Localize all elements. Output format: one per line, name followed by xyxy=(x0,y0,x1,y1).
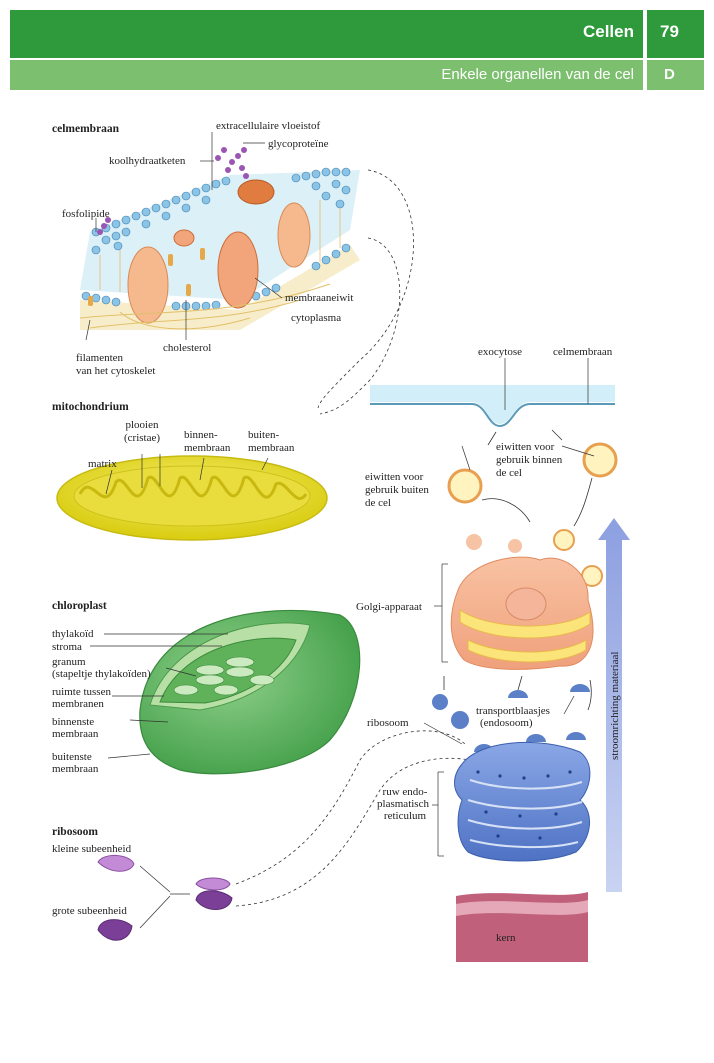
label-proteins-inside-3: de cel xyxy=(496,467,522,479)
label-rough-er-2: plasmatisch xyxy=(377,798,429,810)
label-inner-membrane-1: binnen- xyxy=(184,429,218,441)
cell-membrane-drawing xyxy=(79,132,414,415)
chapter-title: Cellen xyxy=(582,22,634,41)
ribosome-title: ribosoom xyxy=(52,826,98,838)
cell-membrane-title: celmembraan xyxy=(52,123,120,135)
subheader-bar xyxy=(10,60,704,90)
label-folds-2: (cristae) xyxy=(123,432,161,444)
label-outer-membrane-chloro-2: membraan xyxy=(52,763,99,775)
label-proteins-inside-2: gebruik binnen xyxy=(496,454,563,466)
label-outer-membrane-1: buiten- xyxy=(248,429,280,441)
header-divider xyxy=(643,10,647,90)
label-phospholipid: fosfolipide xyxy=(62,208,110,220)
label-small-subunit: kleine subeenheid xyxy=(52,843,132,855)
label-intermembrane-space-1: ruimte tussen xyxy=(52,686,111,698)
label-cytoplasm: cytoplasma xyxy=(291,312,342,324)
label-glycoprotein: glycoproteïne xyxy=(268,138,329,150)
label-proteins-inside-1: eiwitten voor xyxy=(496,441,555,453)
label-exocytosis: exocytose xyxy=(478,346,522,358)
label-rough-er-3: reticulum xyxy=(383,810,427,822)
page-subtitle: Enkele organellen van de cel xyxy=(441,66,634,83)
label-inner-membrane-chloro-2: membraan xyxy=(52,728,99,740)
chloroplast-title: chloroplast xyxy=(52,600,107,612)
section-letter: D xyxy=(664,66,675,83)
label-cell-membrane-right: celmembraan xyxy=(553,346,613,358)
label-thylakoid: thylakoïd xyxy=(52,628,94,640)
header-bar xyxy=(10,10,704,58)
chloroplast-drawing xyxy=(90,609,361,775)
label-proteins-outside-1: eiwitten voor xyxy=(365,471,424,483)
mitochondrion-title: mitochondrium xyxy=(52,401,129,413)
label-ribosome-right: ribosoom xyxy=(367,717,409,729)
label-outer-membrane-chloro-1: buitenste xyxy=(52,751,92,763)
label-stroma: stroma xyxy=(52,641,82,653)
label-filaments-2: van het cytoskelet xyxy=(76,365,156,377)
label-folds-1: plooien xyxy=(125,419,159,431)
secretion-drawing xyxy=(370,358,630,962)
page-number: 79 xyxy=(660,22,679,41)
label-rough-er-1: ruw endo- xyxy=(382,786,428,798)
label-filaments-1: filamenten xyxy=(76,352,124,364)
label-proteins-outside-2: gebruik buiten xyxy=(365,484,429,496)
ribosome-drawing xyxy=(97,730,471,941)
label-inner-membrane-chloro-1: binnenste xyxy=(52,716,95,728)
label-extracellular-fluid: extracellulaire vloeistof xyxy=(216,120,321,132)
label-golgi: Golgi-apparaat xyxy=(356,601,422,613)
label-transport-vesicles-1: transportblaasjes xyxy=(476,705,550,717)
label-membrane-protein: membraaneiwit xyxy=(285,292,354,304)
label-proteins-outside-3: de cel xyxy=(365,497,391,509)
label-intermembrane-space-2: membranen xyxy=(52,698,104,710)
mitochondrion-drawing xyxy=(56,454,328,541)
label-inner-membrane-2: membraan xyxy=(184,442,231,454)
label-granum-2: (stapeltje thylakoïden) xyxy=(52,668,151,680)
label-outer-membrane-2: membraan xyxy=(248,442,295,454)
label-cholesterol: cholesterol xyxy=(163,342,212,354)
label-nucleus: kern xyxy=(496,932,516,944)
label-carbohydrate-chain: koolhydraatketen xyxy=(109,155,186,167)
label-flow-direction: stroomrichting materiaal xyxy=(609,651,621,760)
label-matrix: matrix xyxy=(88,458,117,470)
label-transport-vesicles-2: (endosoom) xyxy=(480,717,533,729)
label-granum-1: granum xyxy=(52,656,86,668)
label-large-subunit: grote subeenheid xyxy=(52,905,127,917)
